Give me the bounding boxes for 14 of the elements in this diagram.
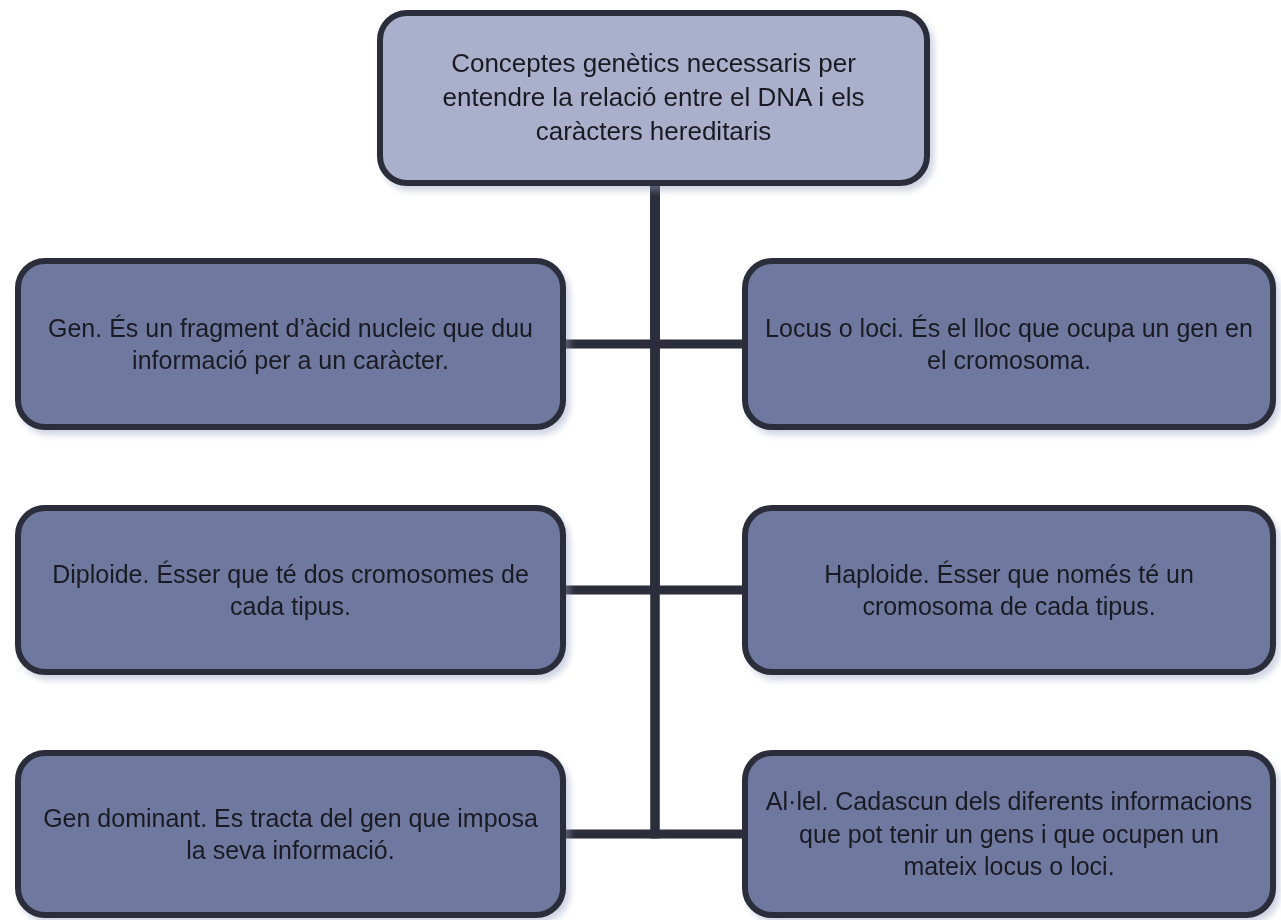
concept-text: Gen. És un fragment d’àcid nucleic que duu informació per a un caràcter. (47, 312, 534, 376)
concept-text: Gen dominant. Es tracta del gen que imposa la seva informació. (42, 802, 539, 866)
title-box (377, 10, 930, 186)
concept-text: Al·lel. Cadascun dels diferents informacions que pot tenir un gens i que ocupen un mateix locus o loci. (764, 786, 1254, 883)
concept-box (742, 258, 1276, 430)
concept-text: Haploide. Ésser que només té un cromosoma de cada tipus. (823, 558, 1195, 622)
concept-box (742, 505, 1276, 675)
concept-box (15, 505, 566, 675)
concept-text: Locus o loci. És el lloc que ocupa un gen en el cromosoma. (764, 312, 1254, 376)
concept-box (742, 750, 1276, 918)
concept-text: Conceptes genètics necessaris per entendre la relació entre el DNA i els caràcters hereditaris (441, 47, 866, 148)
concept-text: Diploide. Ésser que té dos cromosomes de cada tipus. (51, 558, 530, 622)
concept-box (15, 258, 566, 430)
concept-box (15, 750, 566, 918)
